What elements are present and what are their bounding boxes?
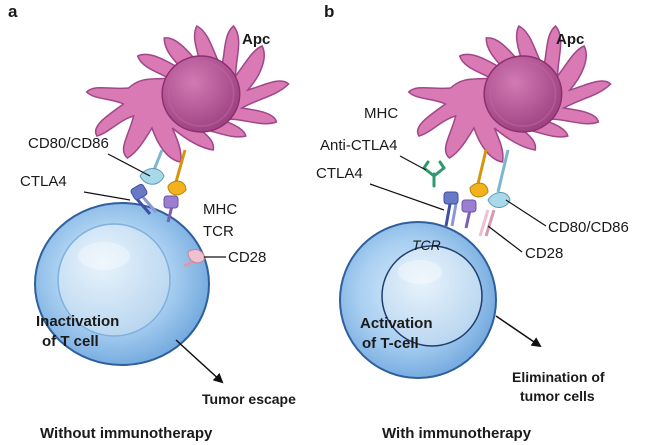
cd28-b bbox=[478, 209, 496, 237]
cd80-label-a: CD80/CD86 bbox=[28, 135, 109, 152]
tcr-label-b: TCR bbox=[412, 237, 441, 253]
ctla4-receptor-a bbox=[130, 183, 158, 215]
panel-a-letter: a bbox=[8, 2, 18, 21]
outcome-line1-b: Elimination of bbox=[512, 369, 605, 385]
tcr-label-a: TCR bbox=[203, 223, 234, 240]
ctla4-label-b: CTLA4 bbox=[316, 165, 363, 182]
ctla4-label-a: CTLA4 bbox=[20, 173, 67, 190]
panel-b-letter: b bbox=[324, 2, 334, 21]
anti-ctla4-antibody bbox=[422, 160, 446, 188]
caption-b: With immunotherapy bbox=[382, 425, 532, 442]
tcell-status-line1-b: Activation bbox=[360, 315, 433, 332]
cd80-label-b: CD80/CD86 bbox=[548, 219, 629, 236]
outcome-arrow-b bbox=[495, 315, 542, 348]
tcell-status-line2-b: of T-cell bbox=[362, 335, 419, 352]
cd80-ligand-b bbox=[487, 149, 511, 208]
mhc-label-b: MHC bbox=[364, 105, 398, 122]
tcr-a bbox=[163, 195, 179, 223]
tcell-a bbox=[34, 202, 210, 366]
mhc-label-a: MHC bbox=[203, 201, 237, 218]
tcell-nucleus-a bbox=[57, 223, 171, 337]
cd80-ligand-a bbox=[139, 149, 165, 185]
outcome-a: Tumor escape bbox=[202, 391, 296, 407]
tcell-b bbox=[339, 221, 497, 379]
cd28-label-a: CD28 bbox=[228, 249, 266, 266]
tcell-status-line1-a: Inactivation bbox=[36, 313, 119, 330]
tcell-status-line2-a: of T cell bbox=[42, 333, 99, 350]
apc-label-b: Apc bbox=[556, 31, 584, 48]
apc-label-a: Apc bbox=[242, 31, 270, 48]
ctla4-receptor-b bbox=[443, 191, 459, 227]
mhc-b bbox=[469, 149, 489, 198]
panel-b: b Apc bbox=[316, 2, 629, 442]
outcome-arrow-a bbox=[175, 339, 224, 384]
mhc-a bbox=[167, 149, 187, 196]
anti-ctla4-label: Anti-CTLA4 bbox=[320, 137, 398, 154]
panel-a: a Apc bbox=[8, 2, 296, 442]
cd28-a bbox=[183, 249, 205, 268]
outcome-line2-b: tumor cells bbox=[520, 388, 595, 404]
caption-a: Without immunotherapy bbox=[40, 425, 213, 442]
cd28-label-b: CD28 bbox=[525, 245, 563, 262]
tcr-b bbox=[461, 199, 477, 229]
tcell-nucleus-b bbox=[381, 245, 483, 347]
